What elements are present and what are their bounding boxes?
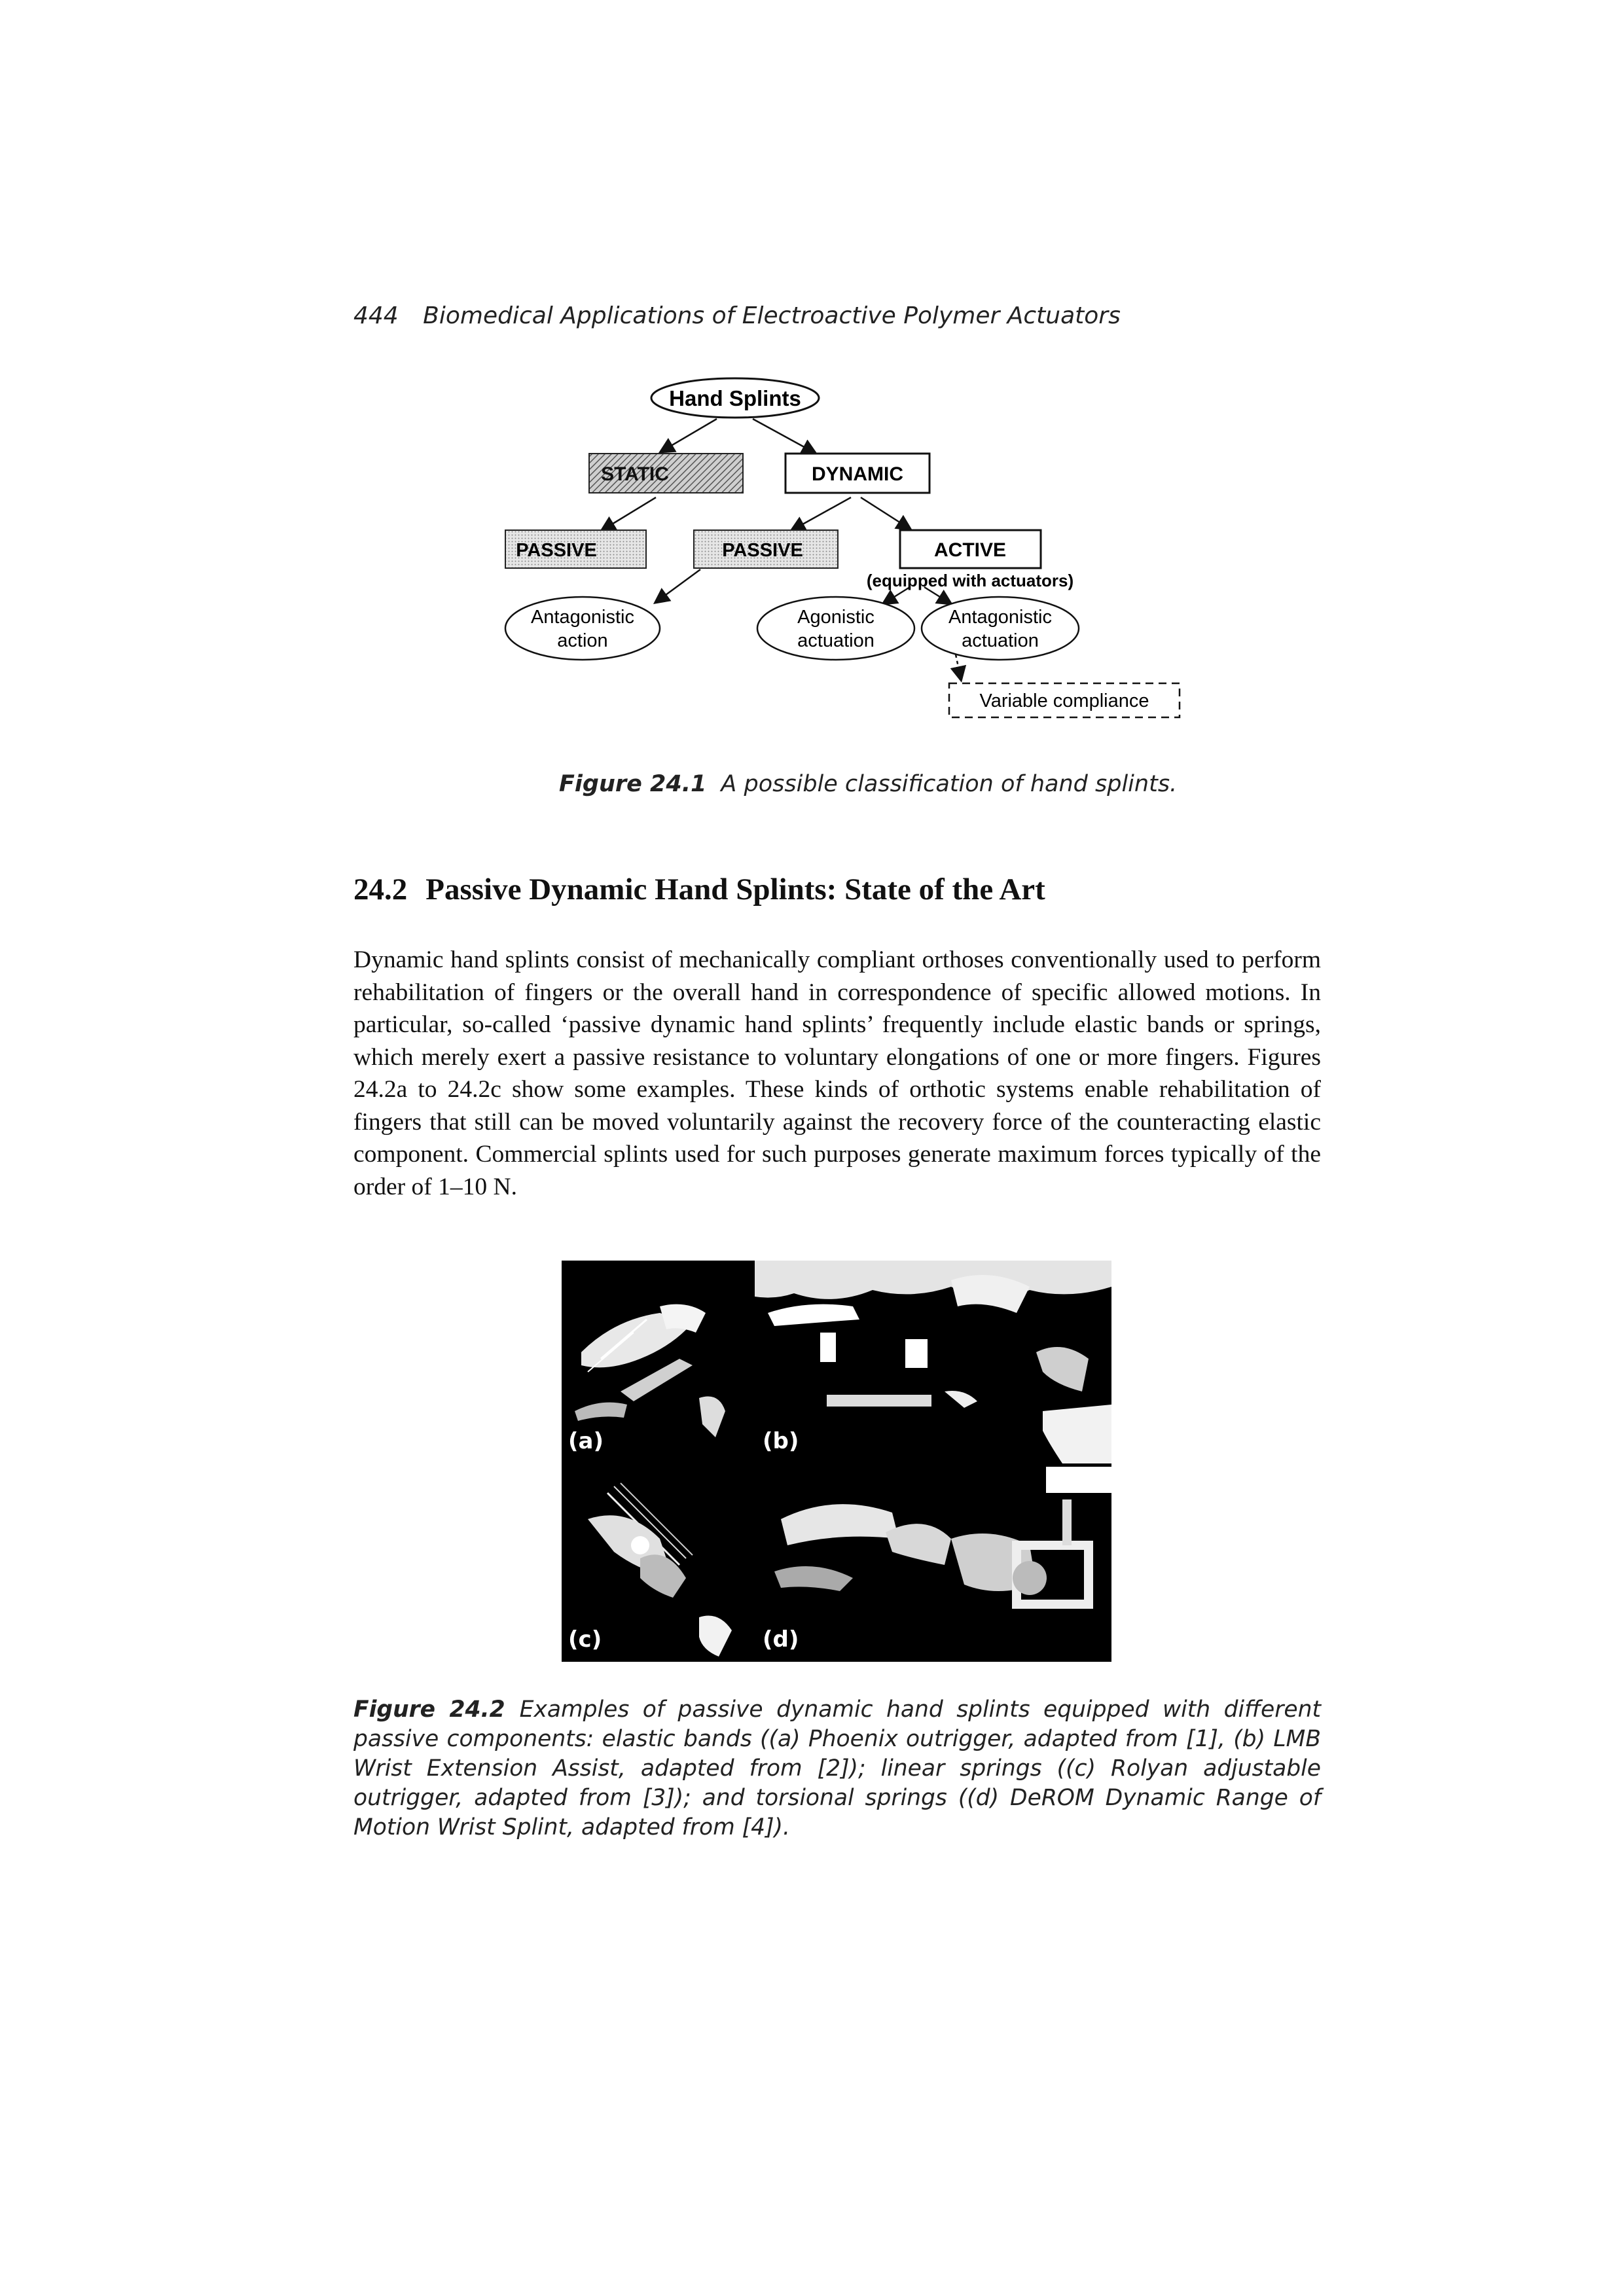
- figure-24-2-caption-text: Examples of passive dynamic hand splints…: [353, 1696, 1322, 1840]
- running-title: Biomedical Applications of Electroactive…: [423, 302, 1121, 329]
- panel-label-a: (a): [568, 1428, 604, 1454]
- rolyan-adjustable-outrigger-photo: [588, 1482, 732, 1657]
- static-label: STATIC: [601, 463, 669, 485]
- hand-splints-label: Hand Splints: [669, 386, 801, 410]
- hand-splints-classification-diagram: Hand Splints STATIC DYNAMIC PASSIVE PASS…: [504, 377, 1181, 719]
- panel-label-c: (c): [568, 1626, 602, 1653]
- node-active: ACTIVE (equipped with actuators): [867, 529, 1074, 590]
- node-passive-static: PASSIVE: [505, 529, 647, 569]
- antagonistic-action-line2: action: [557, 630, 607, 651]
- section-heading: 24.2 Passive Dynamic Hand Splints: State …: [353, 872, 1045, 907]
- running-header: 444 Biomedical Applications of Electroac…: [353, 302, 1270, 329]
- phoenix-outrigger-photo: [575, 1304, 725, 1437]
- photo-panel-a: (a): [562, 1261, 751, 1463]
- variable-compliance-label: Variable compliance: [980, 691, 1149, 711]
- splint-photos-figure: (a) (b) (c): [562, 1261, 1111, 1662]
- panel-label-d: (d): [763, 1626, 799, 1653]
- page-number: 444: [353, 302, 399, 329]
- section-title: Passive Dynamic Hand Splints: State of t…: [425, 872, 1045, 906]
- lmb-wrist-extension-assist-photo: [755, 1261, 1111, 1463]
- figure-24-1-caption-text: A possible classification of hand splint…: [721, 771, 1178, 797]
- node-agonistic-actuation: Agonistic actuation: [756, 596, 916, 661]
- dynamic-label: DYNAMIC: [812, 463, 903, 485]
- figure-24-1-label: Figure 24.1: [559, 771, 707, 797]
- agonistic-actuation-line2: actuation: [797, 630, 875, 651]
- body-paragraph: Dynamic hand splints consist of mechanic…: [353, 946, 1321, 1200]
- node-antagonistic-action: Antagonistic action: [504, 596, 661, 661]
- passive-static-label: PASSIVE: [516, 540, 597, 561]
- antagonistic-action-line1: Antagonistic: [531, 607, 634, 628]
- node-variable-compliance: Variable compliance: [948, 682, 1181, 719]
- photo-panel-d: (d): [755, 1467, 1111, 1662]
- photo-panel-c: (c): [562, 1467, 751, 1662]
- antagonistic-actuation-line1: Antagonistic: [948, 607, 1052, 628]
- node-hand-splints: Hand Splints: [650, 377, 820, 419]
- section-number: 24.2: [353, 872, 408, 906]
- panel-label-b: (b): [763, 1428, 799, 1454]
- node-antagonistic-actuation: Antagonistic actuation: [920, 596, 1080, 661]
- active-label: ACTIVE: [934, 539, 1006, 561]
- derom-wrist-splint-photo: [774, 1467, 1111, 1609]
- active-note: (equipped with actuators): [867, 571, 1074, 590]
- node-static: STATIC: [588, 453, 744, 493]
- photo-panel-b: (b): [755, 1261, 1111, 1463]
- diagram-connectors: [599, 418, 967, 683]
- antagonistic-actuation-line2: actuation: [962, 630, 1039, 651]
- node-passive-dynamic: PASSIVE: [693, 529, 839, 569]
- node-dynamic: DYNAMIC: [784, 452, 931, 494]
- passive-dynamic-label: PASSIVE: [722, 540, 803, 561]
- figure-24-2-label: Figure 24.2: [353, 1696, 505, 1723]
- agonistic-actuation-line1: Agonistic: [797, 607, 875, 628]
- figure-24-1-caption: Figure 24.1 A possible classification of …: [559, 771, 1177, 797]
